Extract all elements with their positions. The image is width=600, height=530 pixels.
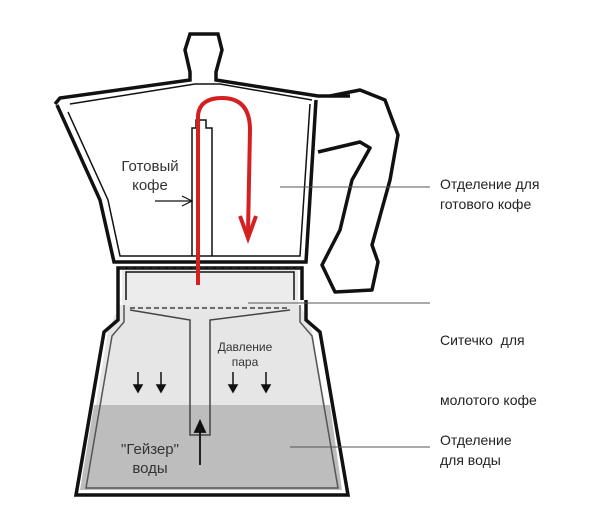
label-line: для воды [440,452,501,468]
label-line: воды [132,460,168,477]
label-geyser: "Гейзер" воды [110,440,190,478]
label-line: Давление [217,340,273,354]
label-steam-pressure: Давление пара [210,340,280,370]
steam-arrows [132,372,272,394]
handle [317,88,400,294]
label-line: молотого кофе [440,392,537,408]
label-line: пара [231,355,259,369]
label-line: Отделение [440,432,512,448]
geyser-arrow [193,418,207,465]
water [80,405,342,490]
flow-arrowhead [238,215,258,244]
label-line: Ситечко для [440,332,525,348]
filter-area [122,268,298,305]
upper-chamber-outline [55,99,318,264]
flow-arrow [196,95,253,285]
label-line: готового кофе [440,196,532,212]
label-line: "Гейзер" [121,441,179,458]
label-water-chamber: Отделение для воды [440,430,512,470]
central-pipe [191,119,213,256]
label-coffee-chamber: Отделение для готового кофе [440,174,539,214]
label-line: Готовый [121,158,179,175]
label-filter: Ситечко для молотого кофе [440,290,537,430]
label-line: кофе [132,177,168,194]
lower-chamber-outline [73,300,351,497]
label-line: Отделение для [440,176,540,192]
label-ready-coffee: Готовый кофе [105,157,195,195]
lid [53,32,350,106]
